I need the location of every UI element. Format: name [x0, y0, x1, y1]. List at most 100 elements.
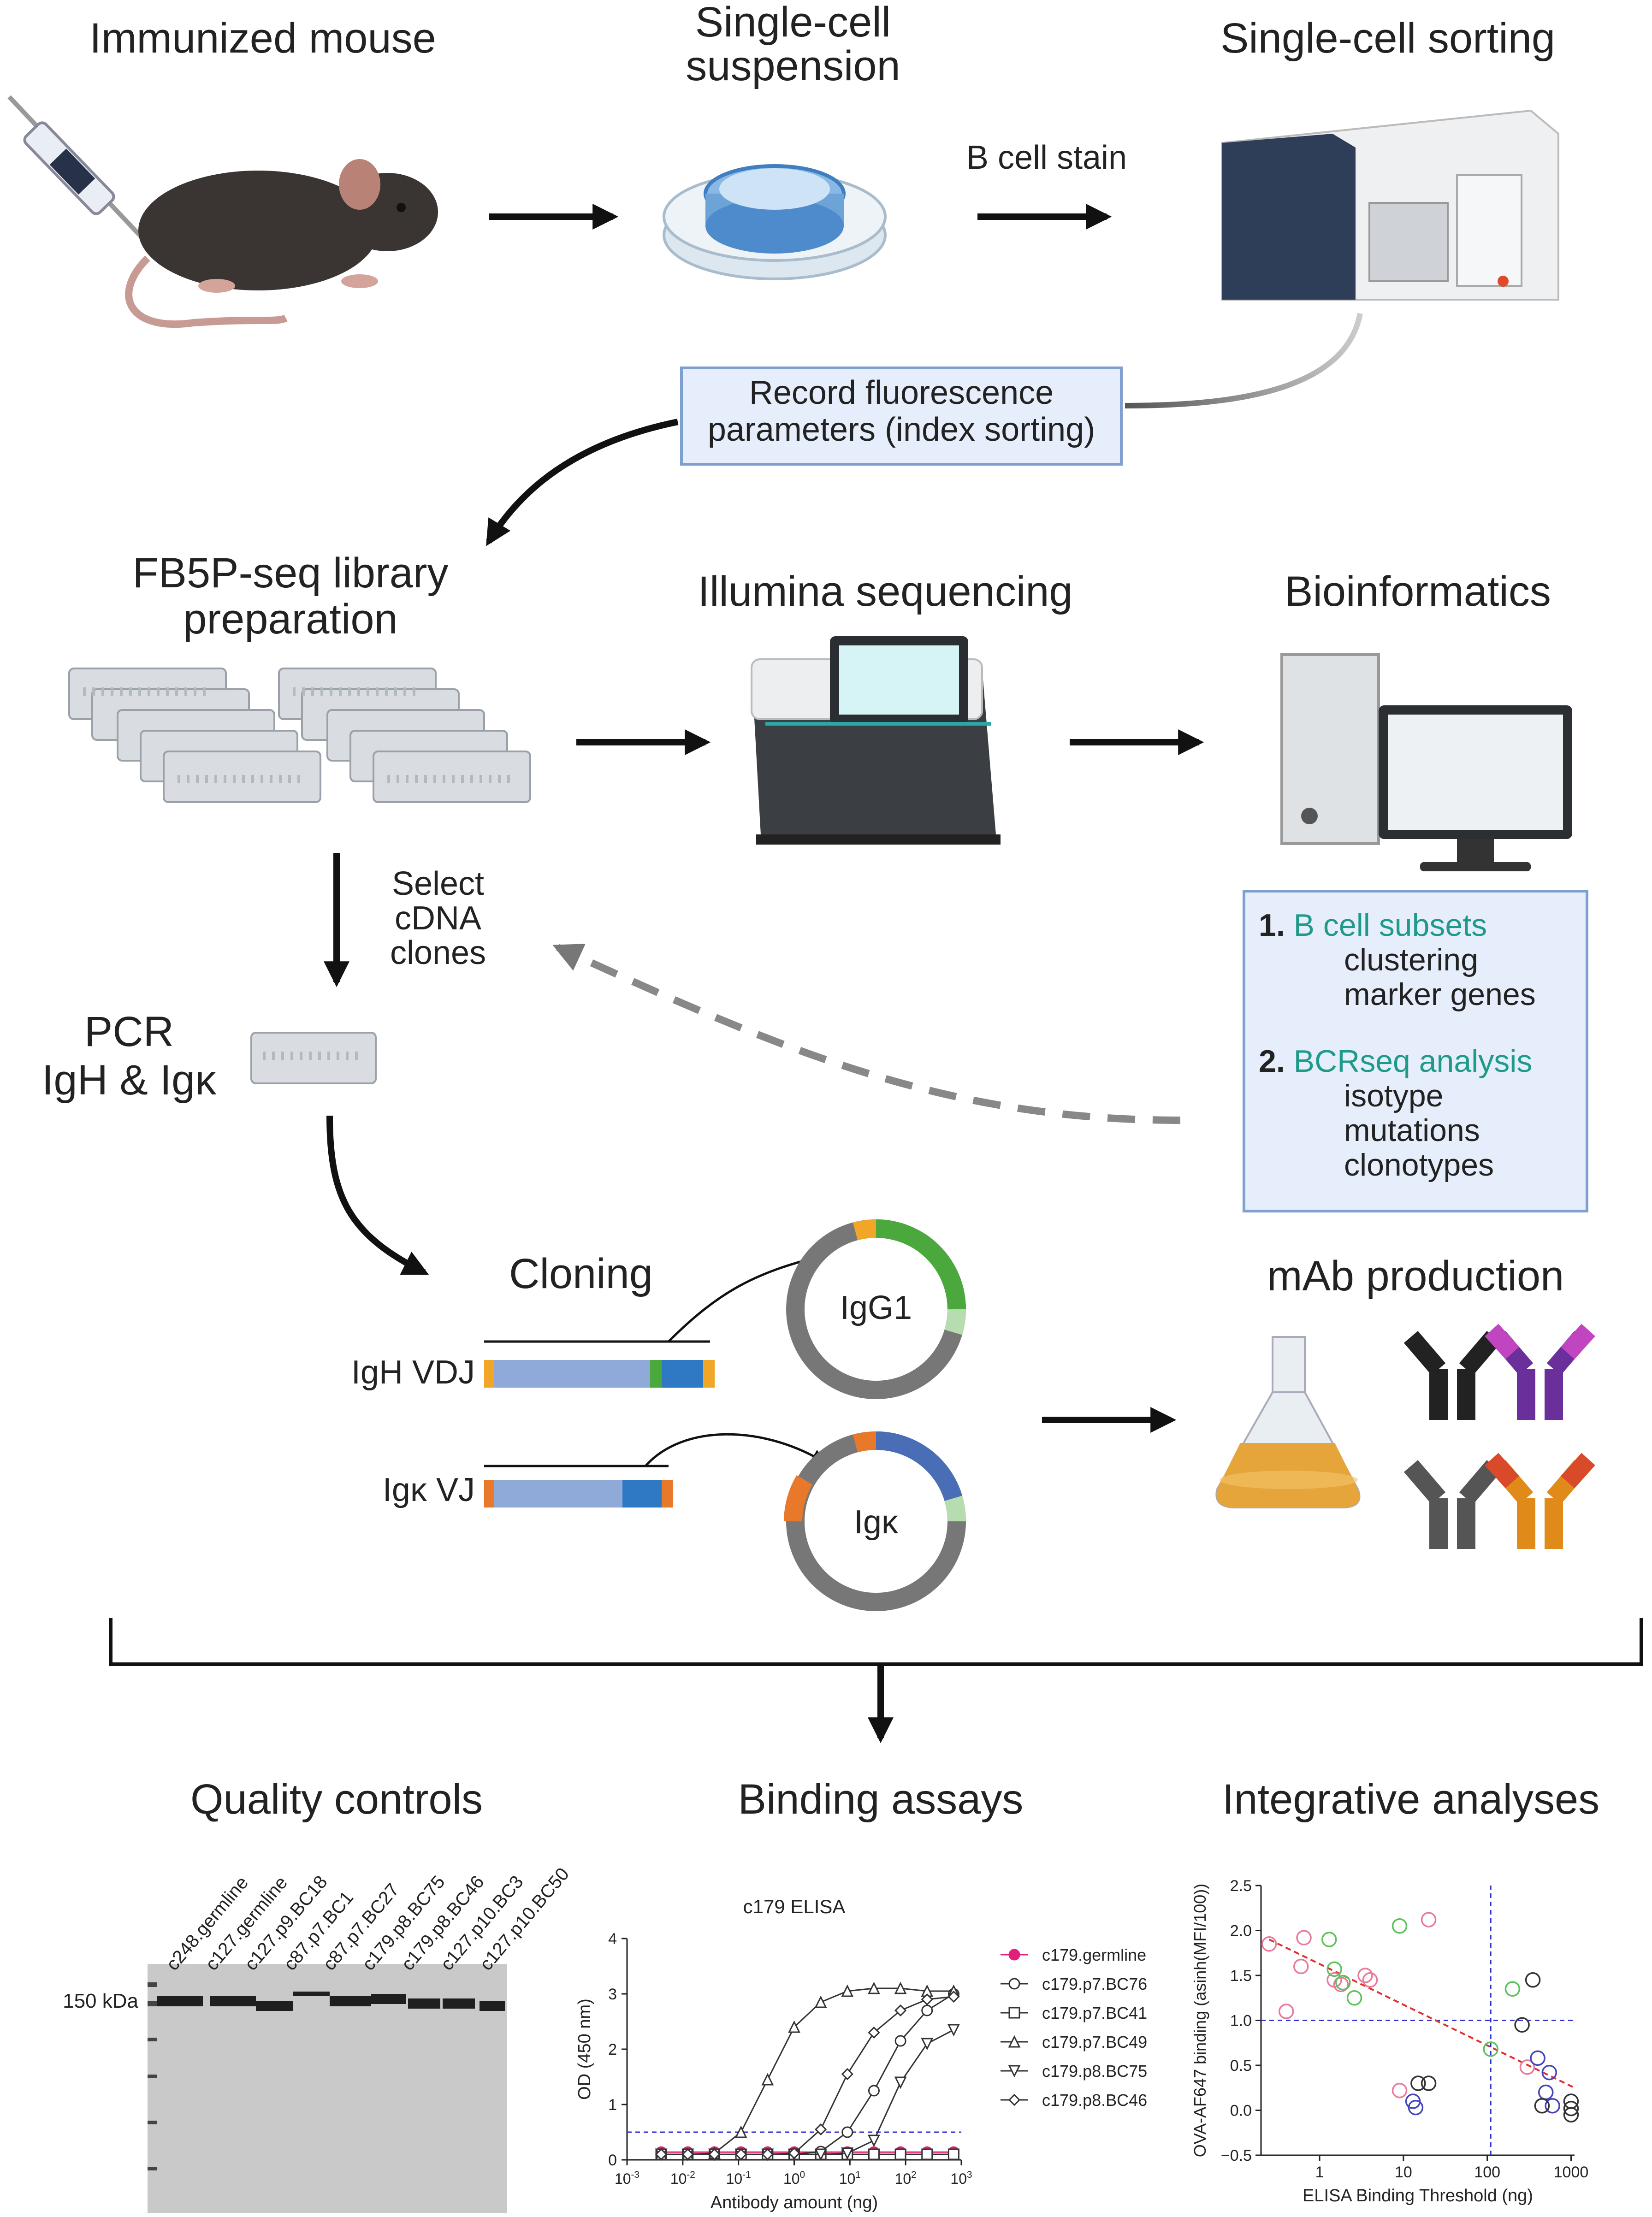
scatter-point — [1538, 2084, 1554, 2100]
scatter-point — [1421, 1912, 1437, 1927]
scatter-point — [1293, 1958, 1309, 1975]
scatter-point — [1326, 1961, 1342, 1977]
elisa-point — [868, 2148, 880, 2160]
scatter-point — [1504, 1981, 1521, 1997]
scatter-point — [1278, 2004, 1294, 2019]
elisa-point — [868, 2026, 880, 2039]
elisa-point — [894, 1981, 907, 1994]
mab-label: mAb production — [1267, 1253, 1564, 1300]
elisa-point — [868, 1981, 880, 1994]
scatter-y-tick-label: 1.0 — [1230, 2012, 1252, 2030]
elisa-x-tick-label: 102 — [895, 2170, 917, 2187]
elisa-title: c179 ELISA — [743, 1896, 846, 1917]
scatter-point — [1563, 2100, 1579, 2116]
elisa-legend-label: c179.p7.BC41 — [1042, 2004, 1147, 2022]
scatter-point — [1563, 2093, 1579, 2109]
elisa-point — [761, 2148, 774, 2161]
elisa-legend-label: c179.p7.BC49 — [1042, 2033, 1147, 2051]
pcr-label-1: PCR — [84, 1008, 174, 1055]
cell-sorter-icon — [1221, 109, 1559, 301]
elisa-point — [841, 2126, 853, 2138]
scatter-point — [1410, 2075, 1426, 2091]
pcr-plate-icon — [250, 1032, 377, 1084]
step-library-label-2: preparation — [183, 596, 398, 643]
antibody-icons — [1403, 1324, 1595, 1549]
step-sequencing-label: Illumina sequencing — [698, 568, 1073, 615]
step-sorting-label: Single-cell sorting — [1220, 15, 1556, 62]
scatter-y-tick-label: −0.5 — [1221, 2147, 1252, 2164]
pcr-label-2: IgH & Igκ — [41, 1057, 217, 1104]
elisa-point — [947, 2148, 959, 2160]
scatter-point — [1530, 2050, 1545, 2066]
integrative-label: Integrative analyses — [1222, 1776, 1600, 1823]
bioinfo-item2-a: isotype — [1344, 1078, 1444, 1113]
step-library-label-1: FB5P-seq library — [132, 550, 449, 597]
elisa-point — [894, 2035, 906, 2047]
scatter-point — [1333, 1976, 1349, 1992]
igh-label: IgH VDJ — [351, 1354, 475, 1391]
scatter-point — [1483, 2041, 1498, 2057]
bioinfo-item1-b: marker genes — [1344, 977, 1536, 1012]
elisa-y-label: OD (450 nm) — [575, 1998, 594, 2100]
record-label-1: Record fluorescence — [749, 374, 1054, 411]
flask-icon — [1215, 1336, 1361, 1508]
elisa-legend-label: c179.p8.BC75 — [1042, 2062, 1147, 2081]
igk-construct — [484, 1433, 826, 1508]
elisa-x-tick-label: 10-1 — [726, 2170, 751, 2187]
elisa-y-tick-label: 2 — [608, 2041, 617, 2058]
connector-sorter-record — [1125, 313, 1363, 408]
elisa-x-label: Antibody amount (ng) — [711, 2193, 878, 2212]
scatter-point — [1391, 1918, 1408, 1934]
elisa-y-tick-label: 1 — [608, 2096, 617, 2114]
plasmid-igg1-icon — [786, 1219, 966, 1399]
elisa-point — [815, 2123, 827, 2136]
elisa-point — [894, 2004, 907, 2017]
elisa-x-tick-label: 10-2 — [670, 2170, 695, 2187]
computer-icon — [1280, 653, 1572, 871]
bioinfo-item2-title: 2. BCRseq analysis — [1259, 1044, 1533, 1079]
scatter-y-label: OVA-AF647 binding (asinh(MFI/100)) — [1190, 1884, 1209, 2158]
elisa-point — [788, 2020, 800, 2033]
gel-marker-label: 150 kDa — [63, 1990, 138, 2012]
elisa-point — [734, 2125, 747, 2138]
elisa-x-tick-label: 100 — [783, 2170, 805, 2187]
elisa-point — [735, 2148, 747, 2161]
bioinfo-item2-c: clonotypes — [1344, 1147, 1494, 1182]
scatter-point — [1525, 1972, 1541, 1988]
elisa-series-line — [661, 1987, 954, 2155]
binding-label: Binding assays — [738, 1776, 1024, 1823]
arrow-pcr-to-cloning — [326, 1115, 429, 1276]
scatter-point — [1296, 1930, 1312, 1945]
scatter-point — [1321, 1932, 1337, 1947]
scatter-y-tick-label: 1.5 — [1230, 1967, 1252, 1985]
elisa-point — [841, 2147, 854, 2160]
record-label-2: parameters (index sorting) — [707, 411, 1095, 448]
scatter-trend-line — [1268, 1939, 1575, 2089]
arrow-record-to-library — [486, 419, 679, 546]
syringe-icon — [7, 95, 163, 260]
elisa-point — [1008, 2035, 1021, 2048]
step-mouse-label: Immunized mouse — [89, 15, 436, 62]
plasmid-igg1-label: IgG1 — [840, 1289, 912, 1326]
record-box — [680, 367, 1123, 466]
scatter-point — [1545, 2098, 1560, 2114]
gel-image — [148, 1964, 507, 2213]
elisa-point — [947, 1990, 960, 2003]
scatter-x-label: ELISA Binding Threshold (ng) — [1303, 2186, 1533, 2205]
scatter-x-tick-label: 1000 — [1554, 2164, 1589, 2181]
elisa-x-tick-label: 10-3 — [615, 2170, 639, 2187]
bioinformatics-box — [1243, 890, 1588, 1212]
step-suspension-label-1: Single-cell — [695, 0, 891, 46]
scatter-point — [1357, 1968, 1373, 1983]
elisa-point — [814, 2148, 827, 2161]
elisa-series-line — [661, 1996, 954, 2155]
plates-icon — [68, 668, 531, 803]
scatter-point — [1335, 1975, 1351, 1991]
elisa-point — [1008, 2007, 1020, 2019]
elisa-point — [894, 2076, 907, 2089]
scatter-point — [1346, 1990, 1362, 2006]
scatter-point — [1421, 2075, 1437, 2091]
